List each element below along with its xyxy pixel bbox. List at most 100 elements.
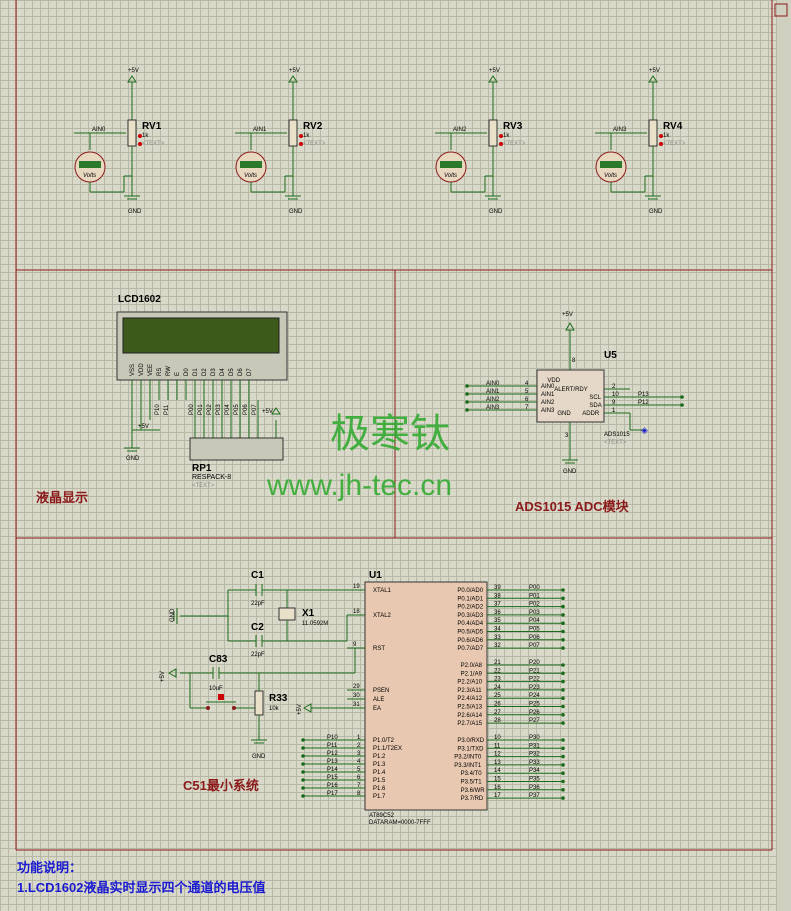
mcu-section: U1 AT89C52 DATARAM=0000-7FFF 19XTAL118XT… (160, 570, 565, 826)
mcu-pin-number: 31 (353, 702, 360, 708)
mcu-pin-number: 24 (494, 685, 501, 691)
c83-ref: C83 (209, 654, 228, 665)
lcd-pin-name: D5 (229, 368, 235, 376)
reset-button-contact[interactable] (206, 706, 210, 710)
mcu-pin-number: 21 (494, 660, 501, 666)
r33-ref: R33 (269, 693, 288, 704)
mcu-port-net: P32 (529, 752, 540, 758)
potentiometer[interactable] (288, 119, 298, 147)
lcd-net-label: P04 (225, 404, 231, 415)
potentiometer[interactable] (488, 119, 498, 147)
mcu-pin-number: 35 (494, 618, 501, 624)
lcd-supply-label: +5V (138, 424, 149, 430)
mcu-port-net: P04 (529, 618, 540, 624)
net-junction (301, 778, 305, 782)
mcu-pin-name: XTAL2 (373, 613, 392, 619)
mcu-port-net: P27 (529, 718, 540, 724)
pot-adjust-down[interactable] (138, 142, 142, 146)
mcu-pin-number: 34 (494, 627, 501, 633)
adc-supply-arrow (565, 321, 575, 331)
lcd-pin-name: D1 (193, 368, 199, 376)
supply-arrow (488, 75, 498, 83)
reset-button-contact[interactable] (232, 706, 236, 710)
lcd1602-screen (122, 317, 280, 354)
pot-ground-label: GND (489, 209, 503, 215)
potentiometer[interactable] (648, 119, 658, 147)
voltmeter-unit: Volts (83, 173, 96, 179)
mcu-part: AT89C52 (369, 813, 395, 819)
potentiometer[interactable] (127, 119, 137, 147)
mcu-port-net: P02 (529, 602, 540, 608)
lcd-net-label: P05 (234, 404, 240, 415)
lcd-section-title: 液晶显示 (36, 490, 88, 505)
pot-value: 1k (303, 133, 310, 139)
adc-ref: U5 (604, 350, 617, 361)
c1-value: 22pF (251, 601, 265, 607)
mcu-pin-name: P0.3/AD3 (457, 613, 483, 619)
adc-left-net: AIN0 (486, 381, 500, 387)
pot-adjust-up[interactable] (499, 134, 503, 138)
pot-adjust-up[interactable] (659, 134, 663, 138)
mcu-port-net: P37 (529, 793, 540, 799)
net-junction (561, 763, 565, 767)
mcu-section-title: C51最小系统 (183, 778, 259, 793)
rp1-type: RESPACK-8 (192, 474, 231, 481)
r33-ground-label: GND (252, 754, 266, 760)
adc-left-pin-number: 4 (525, 381, 529, 387)
lcd-pin-name: VDD (139, 363, 145, 376)
net-junction (301, 786, 305, 790)
mcu-pin-name: P3.4/T0 (461, 771, 483, 777)
rp1-body[interactable] (189, 437, 284, 461)
net-junction (561, 646, 565, 650)
adc-left-pin-number: 7 (525, 405, 529, 411)
pot-adjust-down[interactable] (659, 142, 663, 146)
pot-adjust-down[interactable] (499, 142, 503, 146)
lcd-net-label: P02 (207, 404, 213, 415)
r33-resistor[interactable] (254, 690, 264, 716)
mcu-pin-name: P1.6 (373, 786, 386, 792)
reset-button[interactable] (218, 694, 224, 700)
x1-value: 11.0592M (302, 621, 328, 627)
net-junction (301, 762, 305, 766)
net-junction (561, 663, 565, 667)
pot-adjust-down[interactable] (299, 142, 303, 146)
adc-left-net: AIN3 (486, 405, 500, 411)
lcd-pin-name: D6 (238, 368, 244, 376)
mcu-pin-number: 6 (357, 775, 361, 781)
ea-supply-arrow (302, 703, 312, 713)
adc-left-pin-number: 6 (525, 397, 529, 403)
net-junction (561, 588, 565, 592)
ads1015-body[interactable] (536, 369, 605, 423)
mcu-pin-number: 30 (353, 693, 360, 699)
mcu-pin-name: EA (373, 706, 381, 712)
mcu-p1-net: P15 (327, 775, 338, 781)
x1-ref: X1 (302, 608, 315, 619)
net-junction (561, 704, 565, 709)
mcu-pin-name: P1.3 (373, 762, 386, 768)
net-junction (301, 746, 305, 750)
net-junction (561, 596, 565, 601)
pot-text: <TEXT> (142, 141, 165, 147)
mcu-pin-name: P2.2/A10 (457, 680, 482, 686)
c83-value: 10uF (209, 686, 223, 692)
net-junction (561, 713, 565, 717)
mcu-pin-name: P0.7/AD7 (457, 646, 483, 652)
mcu-port-net: P26 (529, 710, 540, 716)
pot-text: <TEXT> (303, 141, 326, 147)
mcu-pin-number: 10 (494, 735, 501, 741)
pot-ref: RV1 (142, 121, 162, 132)
at89c52-body[interactable] (364, 581, 488, 811)
mcu-pin-name: P3.5/T1 (461, 780, 483, 786)
lcd-pin-name: VSS (130, 364, 136, 376)
mcu-pin-number: 18 (353, 609, 360, 615)
pot-adjust-up[interactable] (299, 134, 303, 138)
pot-adjust-up[interactable] (138, 134, 142, 138)
x1-crystal[interactable] (278, 607, 296, 621)
adc-section-title: ADS1015 ADC模块 (515, 499, 630, 514)
mcu-pin-name: P0.5/AD5 (457, 630, 483, 636)
mcu-pin-number: 5 (357, 767, 361, 773)
mcu-pin-number: 13 (494, 760, 501, 766)
mcu-pin-name: P0.4/AD4 (457, 621, 483, 627)
